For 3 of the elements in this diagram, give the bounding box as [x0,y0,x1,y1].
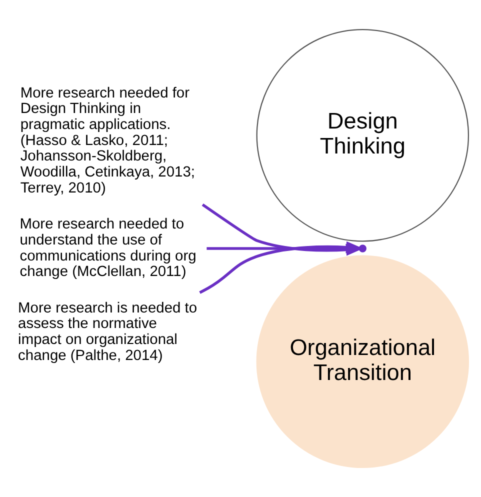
node-text: More research is needed to assess the normative impact on organizational change (Palthe, 2014) [18,300,197,364]
node-text: More research needed to understand the use of communications during org change (McClellan, 2011) [19,216,196,280]
node-text: More research needed for Design Thinking in pragmatic applications. (Hasso & Lasko, 2011; Johansson-Skoldberg, Woodilla, Cetinkaya, 2013; Terrey, 2010) [20,85,194,196]
